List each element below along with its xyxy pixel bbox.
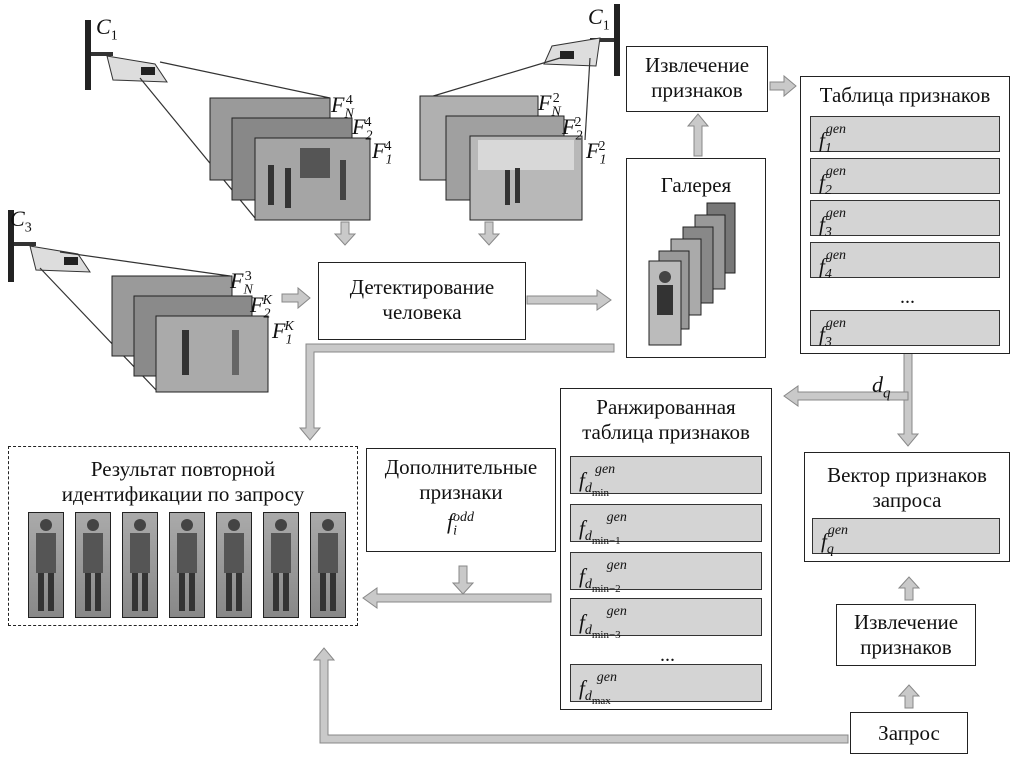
arrow-ranked-to-result [362, 587, 552, 609]
detection-box: Детектирование человека [318, 262, 526, 340]
result-person-image [263, 512, 299, 618]
feature-table-item: f3gen [810, 200, 1000, 240]
feature-table-item: f2gen [810, 158, 1000, 198]
extra-feature-symbol: fiodd [447, 509, 475, 539]
arrow-dq-to-ranked [783, 385, 909, 407]
ranked-table-item: ... [660, 644, 675, 666]
feature-extraction-bottom-box: Извлечение признаков [836, 604, 976, 666]
ranked-table-title: Ранжированная таблица признаков [582, 395, 750, 444]
ranked-table-item: fdmin−2gen [570, 552, 762, 595]
frame-label-f1k: F1K [272, 318, 294, 348]
frame-label-f2k: F2K [250, 292, 272, 322]
arrow-detection-to-gallery [526, 289, 612, 311]
frame-stack-cam1-left [209, 97, 371, 221]
frame-label-f22: F22 [562, 114, 583, 144]
arrow-query-to-result [312, 647, 849, 744]
arrow-gallery-to-result [298, 343, 615, 441]
ranked-table-item: fdmin−3gen [570, 598, 762, 641]
frame-stack-cam1-right [419, 95, 583, 221]
frame-label-fn2: FN2 [538, 90, 561, 120]
ranked-table-item: fdmingen [570, 456, 762, 499]
gallery-images [648, 202, 736, 346]
feature-table-item: f3gen [810, 310, 1000, 350]
distance-label: dq [872, 372, 891, 402]
result-person-image [75, 512, 111, 618]
extra-features-label: Дополнительные признаки [384, 455, 538, 504]
ranked-table-box: Ранжированная таблица признаков [560, 388, 772, 710]
camera-c3-label: C3 [10, 206, 32, 236]
query-feature-cell: fqgen [812, 518, 1000, 557]
arrow-extraction-to-query-vector [897, 576, 921, 601]
feature-table-item: f1gen [810, 116, 1000, 156]
gallery-box: Галерея [626, 158, 766, 358]
result-person-image [122, 512, 158, 618]
arrow-gallery-to-extraction [686, 113, 710, 157]
query-box: Запрос [850, 712, 968, 754]
result-person-image [28, 512, 64, 618]
arrow-extraction-to-table [769, 74, 797, 98]
ranked-table-item: fdmaxgen [570, 664, 762, 707]
ranked-table-item: fdmin−1gen [570, 504, 762, 547]
camera-c1-left [85, 20, 175, 100]
detection-label: Детектирование человека [349, 275, 495, 324]
query-vector-title: Вектор признаков запроса [827, 463, 987, 512]
frame-stack-cam3 [111, 275, 269, 393]
gallery-label: Галерея [660, 173, 732, 197]
camera-c1-right-label: C1 [588, 4, 610, 34]
feature-extraction-top-box: Извлечение признаков [626, 46, 768, 112]
frame-label-f14: F14 [372, 138, 393, 168]
feature-table-title: Таблица признаков [819, 83, 991, 107]
camera-c3 [8, 210, 98, 290]
result-person-image [310, 512, 346, 618]
result-person-image [216, 512, 252, 618]
result-title: Результат повторной идентификации по зап… [61, 457, 305, 506]
feature-extraction-top-label: Извлечение признаков [644, 53, 750, 102]
frame-label-f12: F12 [586, 138, 607, 168]
camera-c1-left-label: C1 [96, 14, 118, 44]
feature-extraction-bottom-label: Извлечение признаков [853, 610, 959, 659]
feature-table-item: ... [900, 286, 915, 308]
frame-label-fn4: FN4 [331, 92, 354, 122]
frame-label-fn3: FN3 [230, 268, 253, 298]
feature-table-item: f4gen [810, 242, 1000, 282]
arrow-cam1-to-detection [333, 221, 357, 246]
arrow-extra-down [451, 565, 475, 595]
arrow-cam2-to-detection [477, 221, 501, 246]
arrow-query-to-extraction [897, 684, 921, 709]
arrow-cam3-to-detection [281, 286, 311, 310]
frame-label-f24: F24 [352, 114, 373, 144]
query-label: Запрос [878, 721, 940, 745]
extra-features-box: Дополнительные признаки fiodd [366, 448, 556, 552]
result-person-image [169, 512, 205, 618]
